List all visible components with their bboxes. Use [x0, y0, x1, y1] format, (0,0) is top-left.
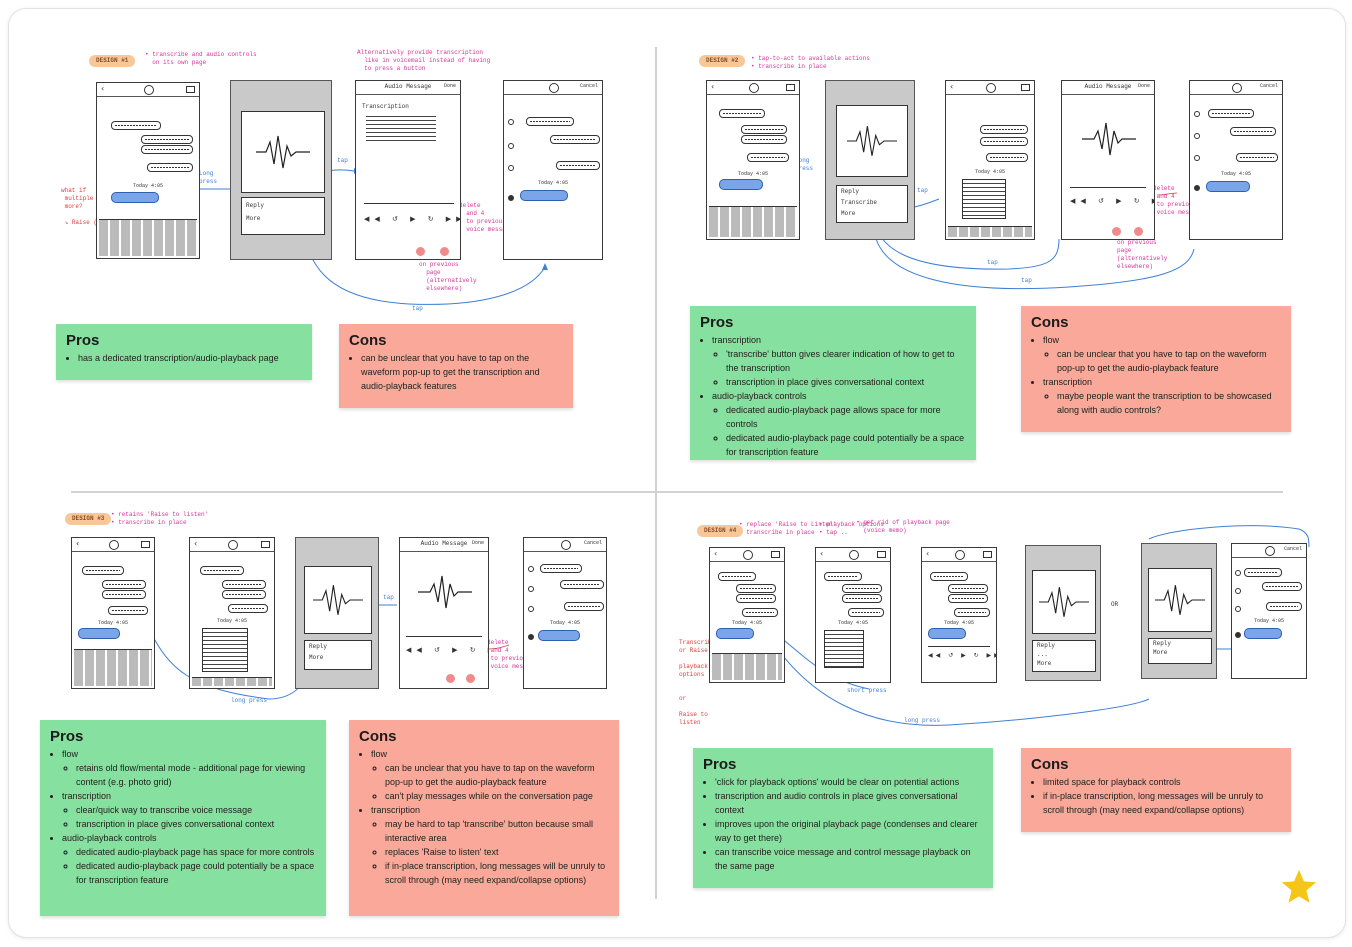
arrow-label: tap — [1021, 277, 1032, 285]
sketch-screen-select: Cancel Today 4:05 — [1189, 80, 1283, 240]
sketch-screen-waveform-popup: Reply More — [230, 80, 332, 260]
design-note: • transcribe and audio controls on its o… — [145, 51, 257, 67]
arrow-label: tap — [917, 187, 928, 195]
sketch-screen-transcribed: ‹ Today 4:05 — [189, 537, 275, 689]
sketch-screen-transcribed: ‹ Today 4:05 — [945, 80, 1035, 240]
annotation-note: Alternatively provide transcription like… — [357, 49, 490, 73]
annotation-note: on previous page (alternatively elsewher… — [1117, 239, 1167, 271]
list-item: can't play messages while on the convers… — [385, 789, 609, 803]
list-item: can transcribe voice message and control… — [715, 845, 983, 873]
sketch-screen-conversation: ‹ Today 4:05 — [96, 82, 200, 259]
design-note: • retains 'Raise to listen' • transcribe… — [111, 511, 208, 527]
design-note: • tap-to-act to available actions • tran… — [751, 55, 870, 71]
list-item: if in-place transcription, long messages… — [1043, 789, 1281, 817]
sketch-screen-conversation: ‹ Today 4:05 — [706, 80, 800, 240]
card-title: Pros — [703, 756, 983, 773]
arrow-label: Long press — [199, 170, 217, 186]
pros-card: Pros transcription 'transcribe' button g… — [690, 306, 976, 460]
avatar-icon — [144, 85, 154, 95]
list-item: audio-playback controls — [62, 831, 316, 845]
list-item: dedicated audio-playback page could pote… — [726, 431, 966, 459]
card-title: Cons — [1031, 756, 1281, 773]
list-item: flow — [371, 747, 609, 761]
list-item: dedicated audio-playback page has space … — [76, 845, 316, 859]
list-item: 'click for playback options' would be cl… — [715, 775, 983, 789]
pros-card: Pros has a dedicated transcription/audio… — [56, 324, 312, 380]
list-item: flow — [1043, 333, 1281, 347]
list-item: clear/quick way to transcribe voice mess… — [76, 803, 316, 817]
design-tag: DESIGN #4 — [697, 525, 743, 537]
back-arrow-icon: ‹ — [101, 84, 104, 93]
card-title: Cons — [359, 728, 609, 745]
list-item: if in-place transcription, long messages… — [385, 859, 609, 887]
star-icon[interactable] — [1275, 863, 1323, 911]
list-item: transcription in place gives conversatio… — [76, 817, 316, 831]
card-title: Pros — [700, 314, 966, 331]
whiteboard-canvas[interactable]: DESIGN #1 • transcribe and audio control… — [8, 8, 1346, 938]
list-item: maybe people want the transcription to b… — [1057, 389, 1281, 417]
sketch-screen-conversation: ‹ Today 4:05 — [71, 537, 155, 689]
list-item: transcription — [712, 333, 966, 347]
sketch-screen-conversation: ‹ Today 4:05 — [709, 547, 785, 683]
arrow-label: tap — [337, 157, 348, 165]
card-title: Cons — [1031, 314, 1281, 331]
cons-card: Cons can be unclear that you have to tap… — [339, 324, 573, 408]
design-tag: DESIGN #3 — [65, 513, 111, 525]
voice-message-bubble — [111, 192, 159, 203]
playback-controls: ◀◀ ↺ ▶ ↻ ▶▶ — [364, 215, 461, 223]
card-title: Cons — [349, 332, 563, 349]
cons-card: Cons flow can be unclear that you have t… — [1021, 306, 1291, 432]
design-tag: DESIGN #2 — [699, 55, 745, 67]
list-item: transcription — [1043, 375, 1281, 389]
list-item: replaces 'Raise to listen' text — [385, 845, 609, 859]
list-item: dedicated audio-playback page could pote… — [76, 859, 316, 887]
list-item: transcription — [371, 803, 609, 817]
sketch-screen-select: Cancel Today 4:05 — [503, 80, 603, 260]
camera-icon — [186, 86, 195, 93]
arrow-label: tap — [987, 259, 998, 267]
list-item: has a dedicated transcription/audio-play… — [78, 351, 302, 365]
cons-card: Cons limited space for playback controls… — [1021, 748, 1291, 832]
list-item: 'transcribe' button gives clearer indica… — [726, 347, 966, 375]
list-item: can be unclear that you have to tap on t… — [385, 761, 609, 789]
design-tag: DESIGN #1 — [89, 55, 135, 67]
waveform-icon — [256, 132, 310, 172]
list-item: flow — [62, 747, 316, 761]
sketch-screen-waveform-popup: Reply More — [1141, 543, 1217, 679]
cons-card: Cons flow can be unclear that you have t… — [349, 720, 619, 916]
list-item: limited space for playback controls — [1043, 775, 1281, 789]
arrow-label: long press — [904, 717, 940, 725]
list-item: transcription in place gives conversatio… — [726, 375, 966, 389]
sketch-screen-select: Cancel Today 4:05 — [1231, 543, 1307, 679]
sketch-screen-waveform-popup: Reply ... More — [1025, 545, 1101, 681]
list-item: may be hard to tap 'transcribe' button b… — [385, 817, 609, 845]
card-title: Pros — [66, 332, 302, 349]
list-item: transcription and audio controls in plac… — [715, 789, 983, 817]
card-title: Pros — [50, 728, 316, 745]
arrow-label: tap — [412, 305, 423, 313]
sketch-screen-transcribed: ‹ Today 4:05 — [815, 547, 891, 683]
list-item: improves upon the original playback page… — [715, 817, 983, 845]
sketch-screen-waveform-popup: Reply Transcribe More — [825, 80, 915, 240]
arrow-label: short press — [847, 687, 887, 695]
list-item: can be unclear that you have to tap on t… — [361, 351, 563, 393]
list-item: can be unclear that you have to tap on t… — [1057, 347, 1281, 375]
sketch-screen-waveform-popup: Reply More — [295, 537, 379, 689]
pros-card: Pros 'click for playback options' would … — [693, 748, 993, 888]
sketch-screen-select: Cancel Today 4:05 — [523, 537, 607, 689]
annotation-note: on previous page (alternatively elsewher… — [419, 261, 477, 293]
list-item: dedicated audio-playback page allows spa… — [726, 403, 966, 431]
list-item: retains old flow/mental mode - additiona… — [76, 761, 316, 789]
sketch-screen-inline-playback: ‹ Today 4:05 ◀◀ ↺ ▶ ↻ ▶▶ — [921, 547, 997, 683]
list-item: transcription — [62, 789, 316, 803]
list-item: audio-playback controls — [712, 389, 966, 403]
annotation-note: OR — [1111, 601, 1118, 609]
pros-card: Pros flow retains old flow/mental mode -… — [40, 720, 326, 916]
annotation-note: • get rid of playback page (voice memo) — [849, 519, 950, 535]
arrow-label: tap — [383, 594, 394, 602]
arrow-label: long press — [231, 697, 267, 705]
